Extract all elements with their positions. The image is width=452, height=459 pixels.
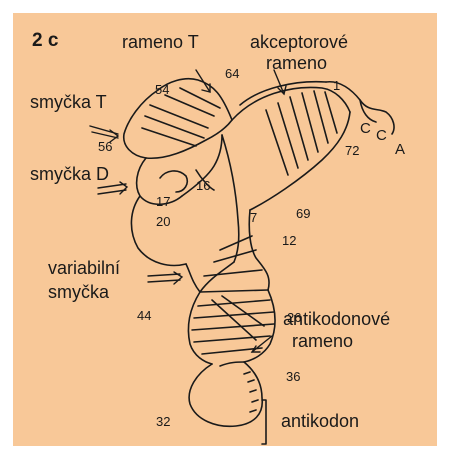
position-1: 1 (333, 78, 340, 93)
anticodon-label: antikodon (281, 410, 359, 432)
position-20: 20 (156, 214, 170, 229)
position-44: 44 (137, 308, 151, 323)
t-arm-label: rameno T (122, 31, 199, 53)
acceptor-arm-label-line1: akceptorové (250, 31, 348, 53)
panel-label: 2 c (32, 30, 58, 52)
d-loop-label: smyčka D (30, 163, 109, 185)
nucleotide-c1: C (360, 118, 371, 140)
acceptor-arm-label-line2: rameno (266, 52, 327, 74)
position-26: 26 (287, 310, 301, 325)
position-17: 17 (156, 194, 170, 209)
position-36: 36 (286, 369, 300, 384)
position-32: 32 (156, 414, 170, 429)
t-arm (124, 79, 232, 159)
position-56: 56 (98, 139, 112, 154)
position-12: 12 (282, 233, 296, 248)
anticodon-loop (189, 362, 262, 426)
position-64: 64 (225, 66, 239, 81)
nucleotide-a: A (395, 139, 405, 161)
position-54: 54 (155, 82, 169, 97)
variable-loop-label-line2: smyčka (48, 281, 109, 303)
variable-loop-arrow (148, 272, 182, 284)
anticodon-stem (188, 290, 275, 364)
position-16: 16 (196, 178, 210, 193)
position-72: 72 (345, 143, 359, 158)
anticodon-arm-label-line2: rameno (292, 330, 353, 352)
position-7: 7 (250, 210, 257, 225)
nucleotide-c2: C (376, 125, 387, 147)
position-69: 69 (296, 206, 310, 221)
t-arm-arrow (196, 70, 210, 92)
variable-loop-label-line1: variabilní (48, 257, 120, 279)
t-loop-label: smyčka T (30, 91, 107, 113)
d-arm (131, 135, 222, 265)
acceptor-stem (232, 82, 350, 210)
